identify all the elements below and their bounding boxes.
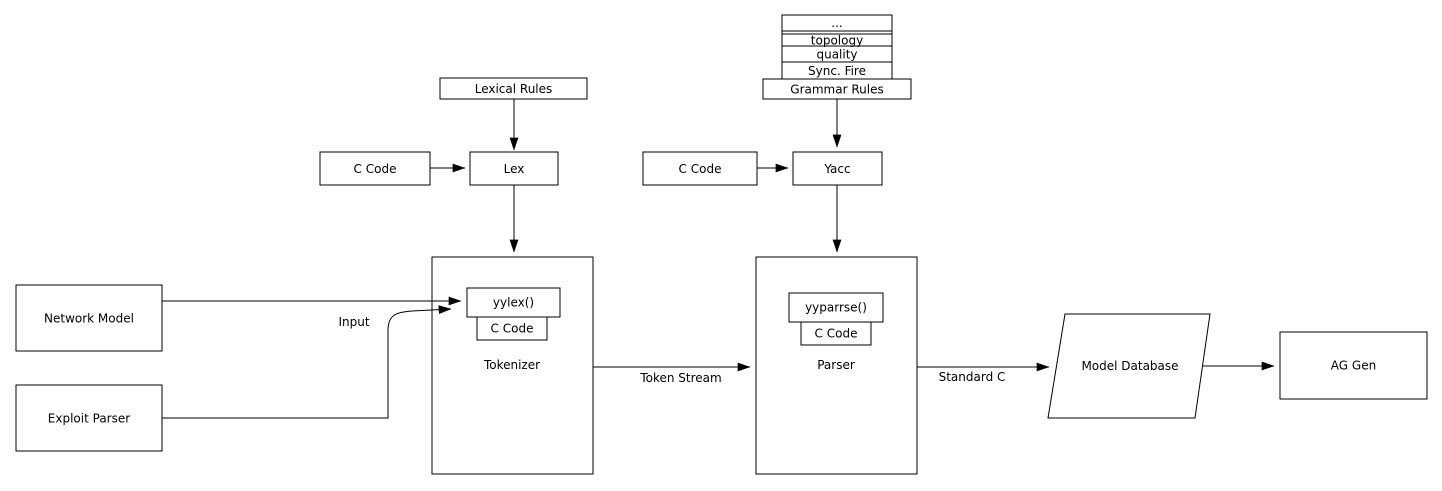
stack-row-label: Sync. Fire <box>808 64 866 78</box>
parser-label: Parser <box>817 358 855 372</box>
yyparse-c-code-box <box>800 321 872 346</box>
node-yacc: Yacc <box>792 151 883 186</box>
stack-outline <box>781 14 893 80</box>
stack-row-label: ... <box>831 16 842 30</box>
node-c-code-yacc: C Code <box>642 151 758 186</box>
node-ag-gen: AG Gen <box>1279 331 1428 400</box>
c-code-lex-box <box>319 151 431 186</box>
grammar-rules-label: Grammar Rules <box>790 83 883 97</box>
exploit-parser-label: Exploit Parser <box>48 412 130 426</box>
yyparse-box <box>788 292 884 323</box>
lex-label: Lex <box>504 162 525 176</box>
ag-gen-label: AG Gen <box>1331 359 1376 373</box>
lexical-rules-label: Lexical Rules <box>475 82 553 96</box>
node-parser: yyparrse() C Code Parser <box>755 256 918 475</box>
node-lex: Lex <box>469 151 559 186</box>
yacc-label: Yacc <box>823 162 850 176</box>
tokenizer-label: Tokenizer <box>483 358 540 372</box>
node-c-code-lex: C Code <box>319 151 431 186</box>
yylex-box <box>466 287 561 318</box>
edge-exploit-parser-to-yylex <box>162 305 452 419</box>
node-network-model: Network Model <box>15 284 163 352</box>
yylex-c-code-label: C Code <box>491 322 534 336</box>
exploit-parser-box <box>15 384 163 452</box>
c-code-yacc-label: C Code <box>679 162 722 176</box>
yyparse-c-code-label: C Code <box>815 327 858 341</box>
node-model-database: Model Database <box>1047 313 1211 419</box>
edge-label-standard-c: Standard C <box>939 370 1006 384</box>
edge-label-input: Input <box>338 315 369 329</box>
node-exploit-parser: Exploit Parser <box>15 384 163 452</box>
network-model-label: Network Model <box>44 312 134 326</box>
edge-label-token-stream: Token Stream <box>639 371 721 385</box>
node-lexical-rules: Lexical Rules <box>439 77 588 100</box>
yylex-label: yylex() <box>493 296 534 310</box>
network-model-box <box>15 284 163 352</box>
c-code-yacc-box <box>642 151 758 186</box>
model-database-label: Model Database <box>1081 359 1178 373</box>
stack-row-label: topology <box>811 34 863 48</box>
c-code-lex-label: C Code <box>354 162 397 176</box>
stack-row-label: quality <box>816 48 857 62</box>
node-grammar-rules: Grammar Rules <box>762 78 912 100</box>
yylex-c-code-box <box>476 316 548 341</box>
yacc-box <box>792 151 883 186</box>
model-database-shape <box>1047 313 1211 419</box>
node-tokenizer: yylex() C Code Tokenizer <box>431 256 594 475</box>
yyparse-label: yyparrse() <box>805 301 867 315</box>
ag-gen-box <box>1279 331 1428 400</box>
grammar-rule-stack: ... topology quality Sync. Fire <box>781 14 893 80</box>
